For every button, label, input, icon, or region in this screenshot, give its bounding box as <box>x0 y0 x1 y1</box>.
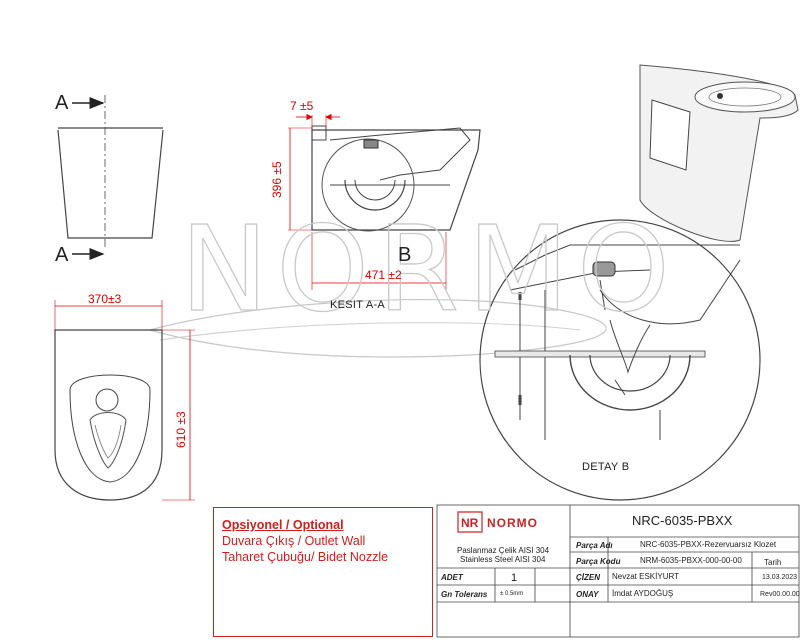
detail-label: DETAY B <box>582 461 630 473</box>
dim-width: 370±3 <box>88 292 122 306</box>
dim-depth: 471 ±2 <box>365 268 402 282</box>
dim-height: 396 ±5 <box>270 161 284 198</box>
detail-view <box>479 219 761 501</box>
tolerance-label: Gn Tolerans <box>441 590 488 599</box>
drawing-number: NRC-6035-PBXX <box>632 513 733 528</box>
qty-label: ADET <box>441 573 463 582</box>
tolerance-value: ± 0.5mm <box>500 591 524 597</box>
isometric-view <box>639 64 799 242</box>
revision: Rev00.00.00 <box>760 591 800 598</box>
part-code: NRM-6035-PBXX-000-00-00 <box>640 556 742 565</box>
section-marker-top: A <box>55 92 69 114</box>
section-marker-bottom: A <box>55 244 69 266</box>
front-view <box>57 95 164 260</box>
dim-gap: 7 ±5 <box>290 99 314 113</box>
material-en: Stainless Steel AISI 304 <box>460 555 546 564</box>
part-code-label: Parça Kodu <box>576 557 621 566</box>
normo-logo: NR NORMO <box>457 511 538 533</box>
dim-length: 610 ±3 <box>174 411 188 448</box>
drawn-label: ÇİZEN <box>576 573 600 582</box>
qty-value: 1 <box>511 572 518 584</box>
part-name-label: Parça Adı <box>576 541 613 550</box>
title-block-grid <box>436 504 800 638</box>
detail-marker: B <box>398 244 412 266</box>
section-label: KESIT A-A <box>330 299 386 311</box>
svg-text:NR: NR <box>461 516 479 530</box>
optional-title: Opsiyonel / Optional <box>222 518 344 532</box>
date-label: Tarih <box>764 558 782 567</box>
approved-by: İmdat AYDOĞUŞ <box>612 589 674 598</box>
drawn-by: Nevzat ESKİYURT <box>612 572 679 581</box>
optional-box: Opsiyonel / Optional Duvara Çıkış / Outl… <box>213 507 433 637</box>
section-view <box>288 113 481 290</box>
optional-line-bidet: Taharet Çubuğu/ Bidet Nozzle <box>222 550 389 564</box>
approved-label: ONAY <box>576 590 599 599</box>
part-name: NRC-6035-PBXX-Rezervuarsız Klozet <box>640 540 777 549</box>
watermark-swoosh <box>149 299 607 358</box>
watermark-text: NORMO <box>180 200 678 338</box>
svg-text:NORMO: NORMO <box>487 516 538 530</box>
top-view <box>54 300 195 501</box>
optional-line-outlet: Duvara Çıkış / Outlet Wall <box>222 534 366 548</box>
date-value: 13.03.2023 <box>762 574 798 581</box>
material-tr: Paslanmaz Çelik AISI 304 <box>457 546 550 555</box>
